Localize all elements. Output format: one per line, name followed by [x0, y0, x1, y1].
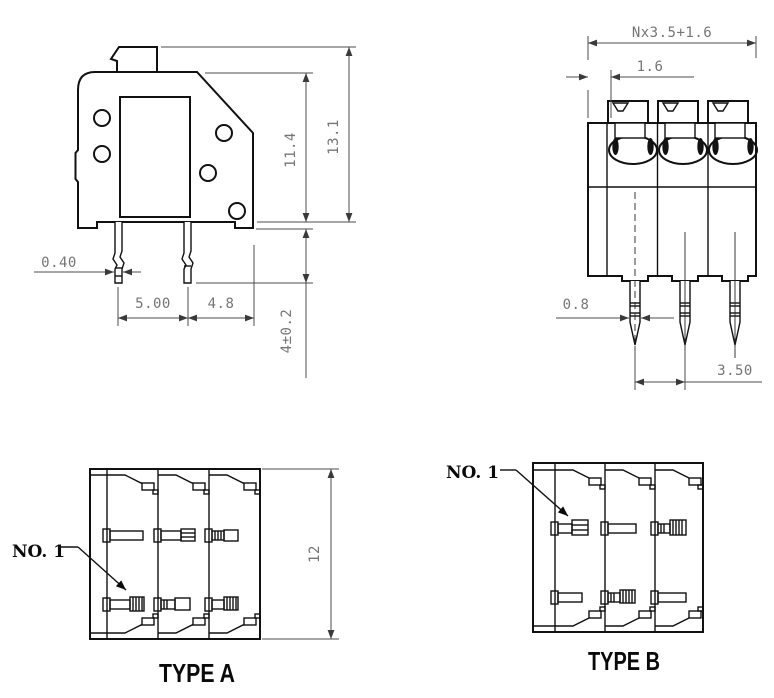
- dim-pin-pitch: 5.00: [117, 287, 189, 326]
- wire-window: [119, 96, 191, 218]
- type-a-view: 12 NO. 1 TYPE A: [12, 468, 339, 688]
- mold-circle: [93, 145, 111, 163]
- spring-edge: [747, 138, 754, 155]
- spring-edge: [647, 138, 654, 155]
- button-notch: [711, 102, 730, 112]
- dim-pin-width: 0.8: [556, 297, 674, 322]
- top-steps: [555, 469, 704, 490]
- bottom-steps: [555, 606, 704, 627]
- pin-row-middle: [102, 528, 239, 543]
- bottom-steps: [107, 613, 261, 634]
- type-b-outline: [532, 462, 704, 633]
- type-a-caption: TYPE A: [159, 658, 235, 688]
- dim-end-margin: 1.6: [566, 59, 694, 118]
- pin-row-lower: [550, 589, 687, 605]
- type-a-outline: [89, 468, 261, 640]
- dim-front-pitch: 3.50: [634, 350, 762, 390]
- mold-circle: [215, 124, 233, 142]
- housing-body: [74, 71, 254, 229]
- type-a-pin1-label-text: NO. 1: [12, 542, 65, 562]
- dim-pin-thickness-text: 0.40: [41, 255, 77, 271]
- pin-row-bottom: [102, 596, 239, 612]
- dim-total-height: 13.1: [161, 46, 356, 222]
- dim-pin-thickness: 0.40: [34, 255, 141, 276]
- dim-total-width: Nx3.5+1.6: [587, 25, 757, 118]
- front-pins: [629, 192, 741, 358]
- spring-edge: [697, 138, 704, 155]
- pin-row-upper: [550, 519, 687, 536]
- dim-pin-width-text: 0.8: [563, 297, 590, 313]
- clamp-tab: [614, 122, 646, 139]
- dim-depth-text: 4.8: [208, 296, 235, 312]
- type-b-view: NO. 1 TYPE B: [446, 462, 704, 676]
- front-housing-body: [587, 122, 757, 282]
- type-b-caption: TYPE B: [588, 646, 660, 676]
- dim-pin-pitch-text: 5.00: [135, 296, 171, 312]
- dim-type-a-height-text: 12: [307, 545, 323, 563]
- top-steps: [107, 474, 261, 495]
- push-buttons: [607, 100, 749, 124]
- dim-type-a-height: 12: [262, 468, 339, 640]
- side-view: 0.40 5.00 4.8 4±0.2: [34, 46, 356, 378]
- type-a-pin1-label: NO. 1: [12, 542, 127, 591]
- wire-holes: [608, 122, 758, 165]
- solder-pin-left: [112, 222, 125, 284]
- type-b-pin1-label-text: NO. 1: [446, 463, 499, 483]
- spring-edge: [612, 138, 619, 155]
- clamp-tab: [664, 122, 696, 139]
- spring-edge: [712, 138, 719, 155]
- dim-end-margin-text: 1.6: [637, 59, 664, 75]
- dim-pin-length-text: 4±0.2: [279, 309, 295, 354]
- spring-edge: [662, 138, 669, 155]
- dim-body-height-text: 11.4: [283, 132, 299, 168]
- dim-total-height-text: 13.1: [326, 119, 342, 155]
- release-lever: [109, 46, 158, 72]
- mold-circle: [199, 164, 217, 182]
- mold-circle: [93, 109, 111, 127]
- dim-depth: 4.8: [188, 245, 255, 326]
- dim-body-height: 11.4: [205, 72, 356, 223]
- solder-pin-right: [181, 222, 194, 284]
- pin-no1-hatched: [129, 596, 145, 612]
- mold-circle: [228, 202, 246, 220]
- pin-no1-box: [571, 519, 589, 536]
- clamp-tab: [714, 122, 746, 139]
- dim-front-pitch-text: 3.50: [717, 363, 753, 379]
- front-view: Nx3.5+1.6 1.6 0.8 3.50: [556, 25, 762, 390]
- button-notch: [661, 102, 680, 112]
- dim-pin-length: 4±0.2: [196, 228, 313, 378]
- button-notch: [611, 102, 630, 112]
- type-b-pin1-label: NO. 1: [446, 463, 569, 517]
- dim-total-width-text: Nx3.5+1.6: [632, 25, 712, 41]
